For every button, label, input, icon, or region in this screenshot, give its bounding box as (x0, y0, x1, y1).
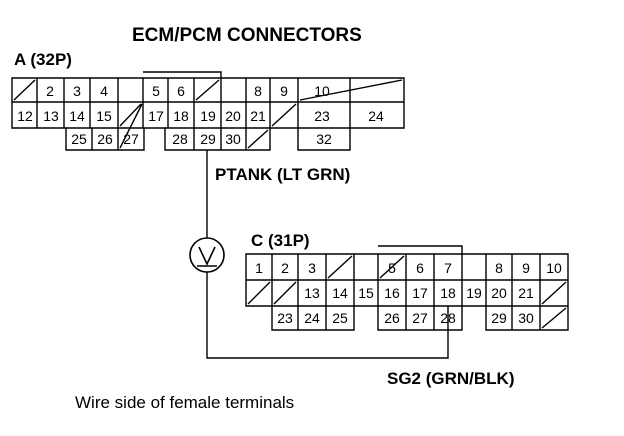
pin-label: 13 (43, 108, 59, 124)
connector-c-pins: 1 2 3 5 6 7 8 9 10 13 14 15 16 17 18 19 … (255, 260, 562, 326)
connector-a-label: A (32P) (14, 50, 72, 69)
pin-label: 8 (254, 83, 262, 99)
pin-label: 6 (177, 83, 185, 99)
connector-a-blank-slashes (13, 79, 403, 149)
pin-label: 15 (358, 285, 374, 301)
connector-c-blank-slashes (247, 255, 567, 329)
pin-label: 28 (172, 131, 188, 147)
pin-label: 19 (200, 108, 216, 124)
pin-label: 26 (97, 131, 113, 147)
diagram-title: ECM/PCM CONNECTORS (132, 25, 362, 46)
pin-label: 10 (546, 260, 562, 276)
pin-label: 6 (416, 260, 424, 276)
pin-label: 23 (314, 108, 330, 124)
connector-c-label: C (31P) (251, 231, 310, 250)
wire-c-label: SG2 (GRN/BLK) (387, 369, 515, 388)
pin-label: 25 (332, 310, 348, 326)
pin-label: 18 (173, 108, 189, 124)
voltmeter-icon (189, 237, 225, 273)
pin-label: 24 (368, 108, 384, 124)
pin-label: 12 (17, 108, 33, 124)
pin-label: 5 (388, 260, 396, 276)
pin-label: 27 (123, 131, 139, 147)
pin-label: 16 (384, 285, 400, 301)
pin-label: 30 (225, 131, 241, 147)
pin-label: 2 (281, 260, 289, 276)
pin-label: 5 (152, 83, 160, 99)
pin-label: 13 (304, 285, 320, 301)
pin-label: 1 (255, 260, 263, 276)
pin-label: 17 (412, 285, 428, 301)
probe-wire (206, 150, 449, 359)
pin-label: 8 (495, 260, 503, 276)
pin-label: 27 (412, 310, 428, 326)
pin-label: 14 (332, 285, 348, 301)
connector-a-pins: 2 3 4 5 6 8 9 10 12 13 14 15 17 18 19 20… (17, 83, 384, 147)
connector-c-grid (246, 254, 568, 330)
pin-label: 21 (250, 108, 266, 124)
pin-label: 17 (148, 108, 164, 124)
caption: Wire side of female terminals (75, 393, 294, 412)
pin-label: 3 (308, 260, 316, 276)
pin-label: 26 (384, 310, 400, 326)
pin-label: 24 (304, 310, 320, 326)
pin-label: 18 (440, 285, 456, 301)
connector-a-grid (12, 78, 404, 150)
pin-label: 32 (316, 131, 332, 147)
pin-label: 20 (225, 108, 241, 124)
pin-label: 7 (444, 260, 452, 276)
pin-label: 3 (73, 83, 81, 99)
pin-label: 9 (522, 260, 530, 276)
pin-label: 29 (491, 310, 507, 326)
pin-label: 2 (46, 83, 54, 99)
wire-a-label: PTANK (LT GRN) (215, 165, 350, 184)
pin-label: 4 (100, 83, 108, 99)
pin-label: 29 (200, 131, 216, 147)
pin-label: 9 (280, 83, 288, 99)
pin-label: 21 (518, 285, 534, 301)
pin-label: 30 (518, 310, 534, 326)
pin-label: 15 (96, 108, 112, 124)
pin-label: 10 (314, 83, 330, 99)
pin-label: 14 (69, 108, 85, 124)
pin-label: 25 (71, 131, 87, 147)
pin-label: 19 (466, 285, 482, 301)
pin-label: 20 (491, 285, 507, 301)
pin-label: 23 (277, 310, 293, 326)
connector-a-shell (11, 71, 405, 151)
